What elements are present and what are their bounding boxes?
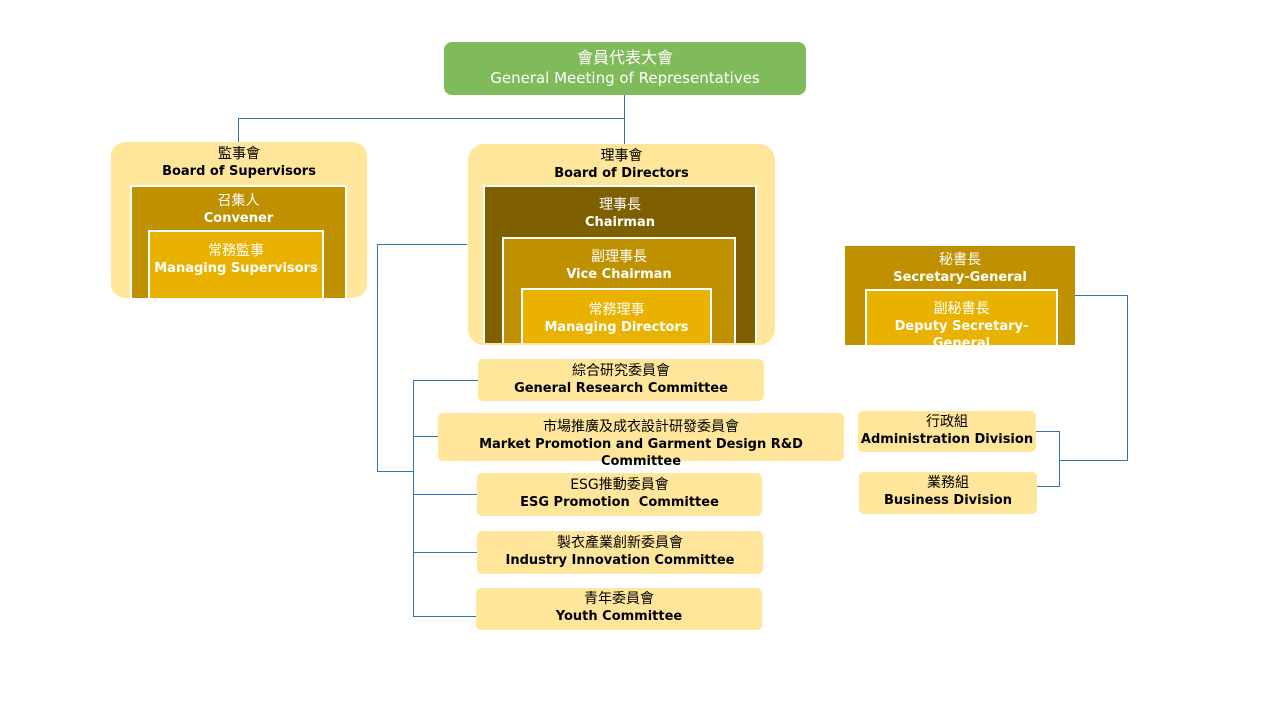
connector-committee-spine [413, 380, 414, 617]
division-box-administration: 行政組 Administration Division [858, 411, 1036, 452]
managing-directors-en: Managing Directors [544, 320, 689, 335]
connector-supervisors-down [238, 118, 239, 143]
supervisors-board-en: Board of Supervisors [162, 164, 316, 179]
connector-committee-3 [413, 494, 477, 495]
connector-to-committee-spine [377, 471, 414, 472]
general-meeting-en: General Meeting of Representatives [490, 69, 760, 87]
connector-committee-5 [413, 616, 477, 617]
division-en: Administration Division [860, 432, 1034, 447]
vice-chairman-en: Vice Chairman [566, 267, 672, 282]
connector-right-spine [1127, 295, 1128, 461]
managing-directors-box: 常務理事 Managing Directors [521, 288, 712, 343]
connector-left-spine [377, 244, 378, 471]
connector-top-horizontal [238, 118, 625, 119]
managing-directors-zh: 常務理事 [588, 302, 645, 318]
directors-board-en: Board of Directors [554, 166, 689, 181]
committee-zh: 青年委員會 [584, 591, 654, 607]
committee-box-esg: ESG推動委員會 ESG Promotion Committee [477, 473, 762, 516]
connector-secretariat-right [1075, 295, 1128, 296]
connector-divisions-spine [1059, 431, 1060, 487]
committee-box-youth: 青年委員會 Youth Committee [476, 588, 762, 630]
connector-right-to-divisions [1059, 460, 1128, 461]
connector-committee-4 [413, 552, 477, 553]
deputy-secretary-general-en: Deputy Secretary-General [894, 319, 1029, 351]
managing-supervisors-box: 常務監事 Managing Supervisors [148, 230, 324, 298]
connector-top-down [624, 95, 625, 144]
connector-division-1 [1036, 431, 1060, 432]
committee-zh: 綜合研究委員會 [572, 363, 670, 379]
committee-en: General Research Committee [514, 381, 728, 396]
committee-box-industry-innovation: 製衣產業創新委員會 Industry Innovation Committee [477, 531, 763, 574]
division-en: Business Division [884, 493, 1012, 508]
general-meeting-box: 會員代表大會 General Meeting of Representative… [444, 42, 806, 95]
connector-committee-1 [413, 380, 479, 381]
division-box-business: 業務組 Business Division [859, 472, 1037, 514]
committee-box-general-research: 綜合研究委員會 General Research Committee [478, 359, 764, 401]
chairman-en: Chairman [584, 215, 655, 230]
secretary-general-en: Secretary-General [893, 270, 1027, 285]
committee-zh: 製衣產業創新委員會 [557, 535, 683, 551]
division-zh: 業務組 [927, 475, 969, 491]
general-meeting-zh: 會員代表大會 [576, 48, 673, 67]
chairman-zh: 理事長 [599, 197, 641, 213]
deputy-secretary-general-zh: 副秘書長 [933, 301, 990, 317]
directors-board-zh: 理事會 [600, 148, 643, 164]
committee-box-market-promotion: 市場推廣及成衣設計研發委員會 Market Promotion and Garm… [438, 413, 844, 469]
managing-supervisors-en: Managing Supervisors [154, 261, 318, 276]
committee-en: Youth Committee [555, 609, 683, 624]
supervisors-board-zh: 監事會 [218, 146, 260, 162]
deputy-secretary-general-box: 副秘書長 Deputy Secretary-General [865, 289, 1058, 351]
convener-en: Convener [203, 211, 274, 226]
secretary-general-zh: 秘書長 [939, 252, 981, 268]
division-zh: 行政組 [926, 414, 968, 430]
committee-en: Industry Innovation Committee [505, 553, 735, 568]
committee-en: ESG Promotion Committee [520, 495, 719, 510]
committee-zh: ESG推動委員會 [570, 477, 669, 493]
committee-zh: 市場推廣及成衣設計研發委員會 [543, 419, 739, 435]
committee-en: Market Promotion and Garment Design R&D … [479, 437, 803, 469]
connector-division-2 [1036, 486, 1060, 487]
convener-zh: 召集人 [217, 193, 260, 209]
managing-supervisors-zh: 常務監事 [208, 243, 264, 259]
connector-committee-2 [413, 436, 439, 437]
connector-directors-left [377, 244, 467, 245]
vice-chairman-zh: 副理事長 [591, 249, 647, 265]
